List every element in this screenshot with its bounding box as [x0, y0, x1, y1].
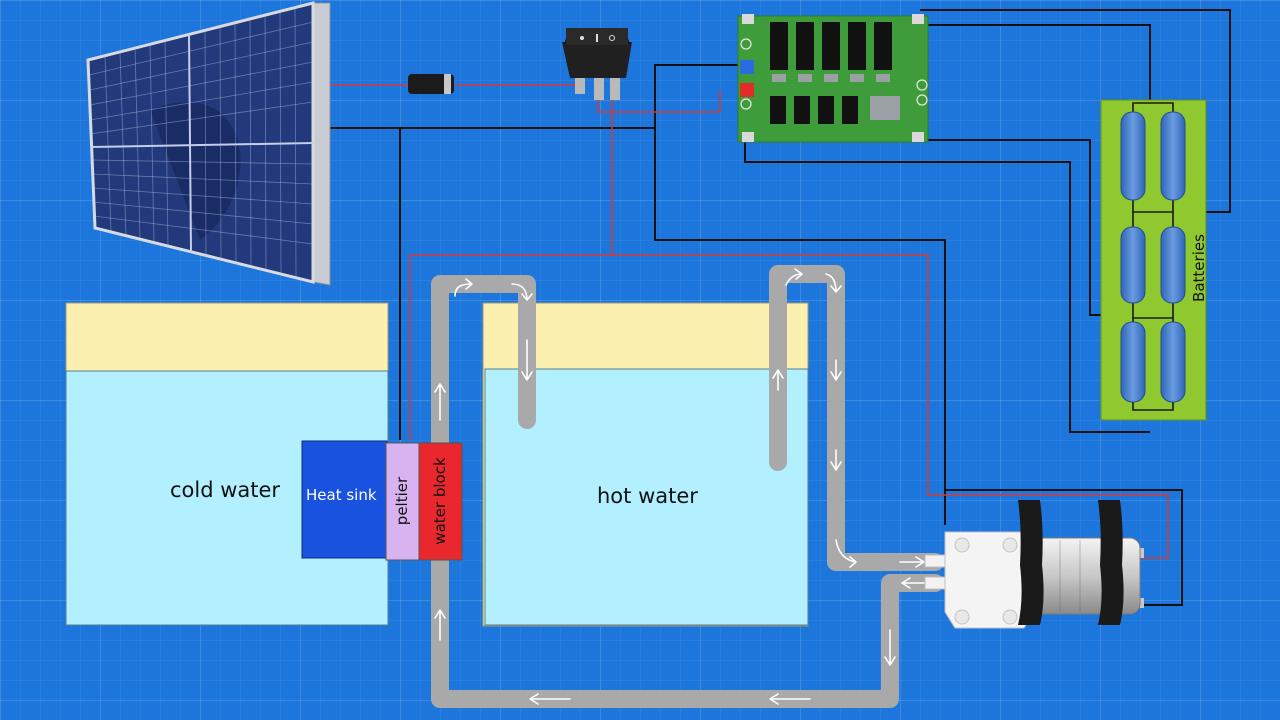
water-pump [924, 500, 1144, 629]
peltier-label: peltier [393, 476, 411, 526]
flow-arrows [434, 268, 925, 705]
bms-board [737, 14, 929, 143]
solar-panel [86, 1, 331, 286]
water-block-label: water block [431, 457, 449, 545]
battery-pack [1100, 99, 1207, 421]
red-wires [330, 84, 1169, 559]
black-wires [330, 9, 1231, 606]
peltier-module [385, 442, 420, 561]
heat-sink-label: Heat sink [306, 486, 377, 504]
water-block [418, 442, 463, 561]
hot-water-tank [482, 302, 809, 627]
heat-sink [301, 440, 388, 559]
rocker-switch [562, 28, 632, 100]
cold-water-label: cold water [170, 478, 281, 502]
batteries-label: Batteries [1190, 234, 1208, 302]
diode [408, 74, 454, 94]
hot-water-label: hot water [597, 484, 698, 508]
